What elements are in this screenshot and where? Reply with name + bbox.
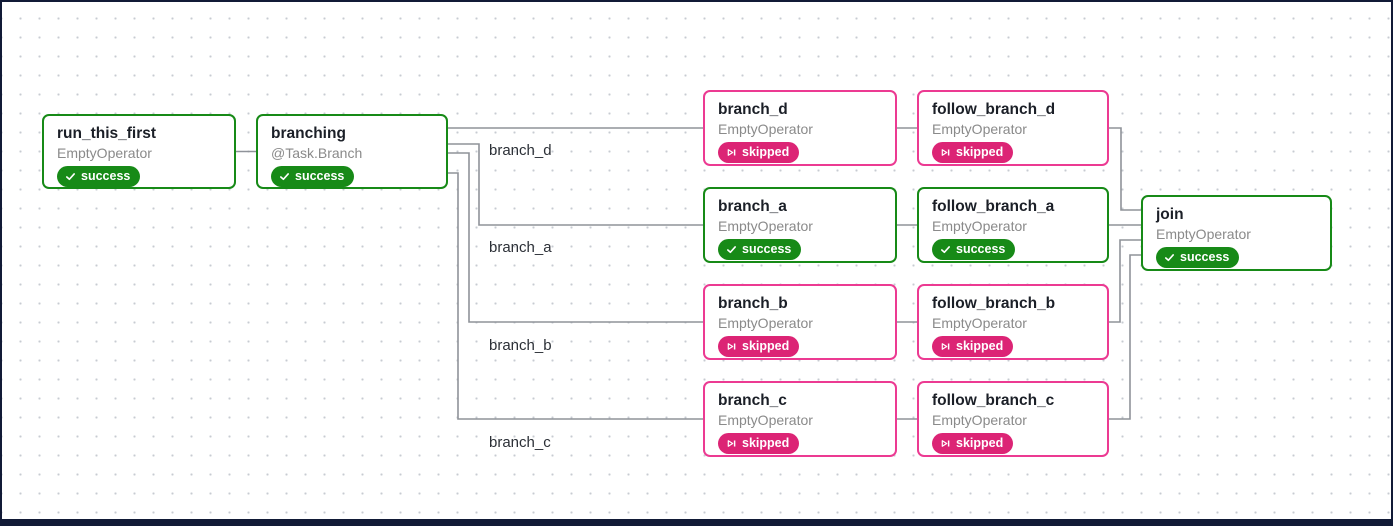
status-badge: skipped [932,142,1014,163]
node-operator: EmptyOperator [932,121,1027,137]
task-node-branch_c[interactable]: branch_c EmptyOperator skipped [703,381,897,457]
node-operator: EmptyOperator [932,315,1027,331]
node-title: follow_branch_c [932,392,1055,409]
skip-icon [940,438,951,449]
skip-icon [940,341,951,352]
check-icon [726,244,737,255]
edge-follow_branch_c-join [1109,254,1141,420]
edge-follow_branch_b-join [1109,239,1141,323]
edge-label-branch_a: branch_a [489,239,552,256]
edge-branching-branch_c [448,172,703,420]
status-badge: success [1156,247,1240,268]
task-node-branch_b[interactable]: branch_b EmptyOperator skipped [703,284,897,360]
skip-icon [726,147,737,158]
task-node-branch_d[interactable]: branch_d EmptyOperator skipped [703,90,897,166]
status-badge-label: skipped [956,436,1004,450]
status-badge-label: success [742,242,792,256]
skip-icon [726,438,737,449]
check-icon [940,244,951,255]
status-badge-label: skipped [742,339,790,353]
node-operator: EmptyOperator [718,218,813,234]
task-node-branching[interactable]: branching @Task.Branch success [256,114,448,189]
node-operator: EmptyOperator [57,145,152,161]
task-node-follow_branch_a[interactable]: follow_branch_a EmptyOperator success [917,187,1109,263]
node-operator: EmptyOperator [718,412,813,428]
status-badge: success [718,239,802,260]
skip-icon [726,341,737,352]
node-title: branching [271,125,346,142]
task-node-follow_branch_c[interactable]: follow_branch_c EmptyOperator skipped [917,381,1109,457]
node-title: follow_branch_d [932,101,1056,118]
status-badge: skipped [718,433,800,454]
status-badge: skipped [718,142,800,163]
node-operator: EmptyOperator [1156,226,1251,242]
node-operator: EmptyOperator [932,218,1027,234]
status-badge-label: success [295,169,345,183]
node-title: run_this_first [57,125,157,142]
check-icon [65,171,76,182]
node-operator: @Task.Branch [271,145,363,161]
node-title: follow_branch_a [932,198,1055,215]
node-operator: EmptyOperator [932,412,1027,428]
check-icon [1164,252,1175,263]
task-node-follow_branch_b[interactable]: follow_branch_b EmptyOperator skipped [917,284,1109,360]
status-badge-label: skipped [742,436,790,450]
edge-branching-branch_a [448,143,703,226]
status-badge: success [271,166,355,187]
status-badge-label: success [956,242,1006,256]
node-operator: EmptyOperator [718,121,813,137]
task-node-follow_branch_d[interactable]: follow_branch_d EmptyOperator skipped [917,90,1109,166]
status-badge: skipped [932,336,1014,357]
status-badge: skipped [932,433,1014,454]
node-title: branch_d [718,101,788,118]
status-badge: success [932,239,1016,260]
task-node-branch_a[interactable]: branch_a EmptyOperator success [703,187,897,263]
node-title: join [1156,206,1184,223]
bottom-edge-bar [2,519,1391,524]
status-badge-label: skipped [742,145,790,159]
edge-label-branch_d: branch_d [489,142,552,159]
task-node-run_this_first[interactable]: run_this_first EmptyOperator success [42,114,236,189]
node-title: branch_a [718,198,787,215]
node-operator: EmptyOperator [718,315,813,331]
edge-label-branch_b: branch_b [489,337,552,354]
status-badge-label: skipped [956,145,1004,159]
edge-label-branch_c: branch_c [489,434,551,451]
status-badge-label: success [1180,250,1230,264]
status-badge: success [57,166,141,187]
status-badge-label: skipped [956,339,1004,353]
node-title: branch_c [718,392,787,409]
status-badge-label: success [81,169,131,183]
edge-branching-branch_b [448,152,703,323]
task-node-join[interactable]: join EmptyOperator success [1141,195,1332,271]
status-badge: skipped [718,336,800,357]
node-title: branch_b [718,295,788,312]
node-title: follow_branch_b [932,295,1056,312]
edge-follow_branch_d-join [1109,127,1141,211]
skip-icon [940,147,951,158]
check-icon [279,171,290,182]
